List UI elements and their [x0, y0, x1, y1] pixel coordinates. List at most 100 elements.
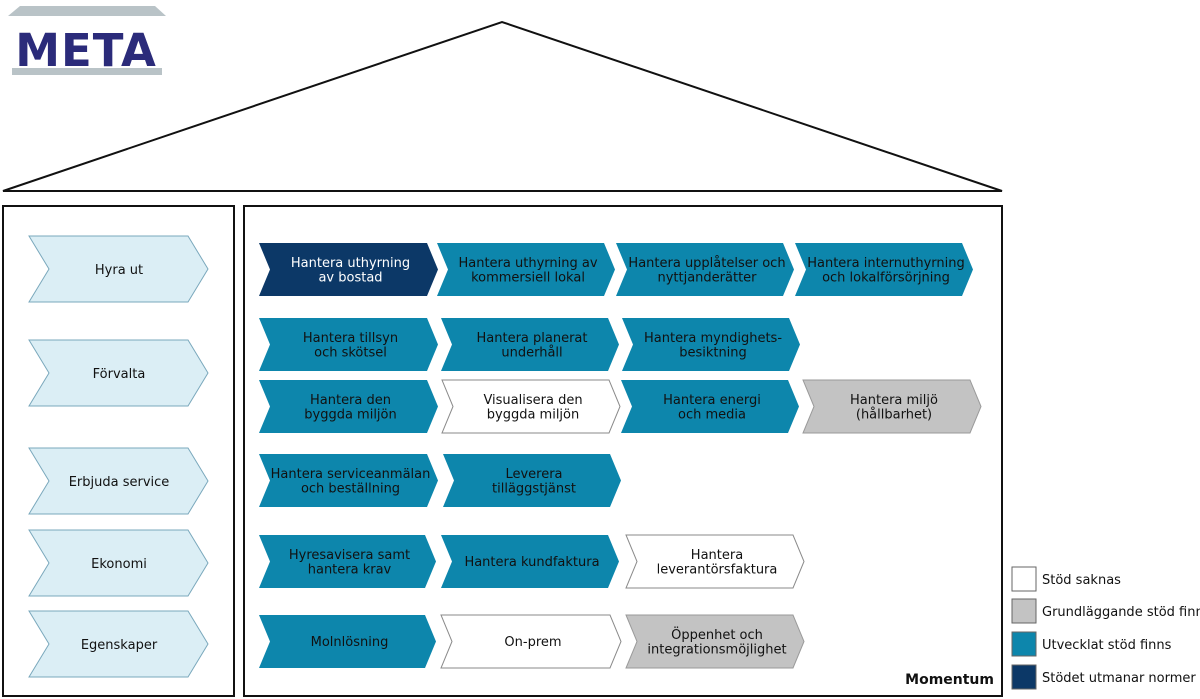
process-chevron[interactable]: Hantera myndighets-besiktning: [622, 318, 800, 371]
box-label-line: besiktning: [679, 345, 747, 360]
box-label-line: och lokalförsörjning: [822, 270, 950, 285]
category-shape: [28, 447, 209, 515]
legend-swatch: [1011, 664, 1037, 690]
legend-swatch: [1011, 598, 1037, 624]
process-shape: [621, 380, 799, 433]
box-label-line: tilläggstjänst: [492, 481, 576, 496]
process-shape: [616, 243, 794, 296]
process-shape: [622, 318, 800, 371]
category-chevron[interactable]: Egenskaper: [28, 610, 209, 678]
process-chevron[interactable]: Molnlösning: [259, 615, 436, 668]
box-label-line: Hantera tillsyn: [303, 331, 398, 346]
legend-swatch: [1011, 566, 1037, 592]
box-label-line: Hantera den: [310, 393, 391, 408]
category-shape: [28, 529, 209, 597]
process-shape: [441, 318, 619, 371]
category-label: Hyra ut: [95, 263, 143, 278]
process-chevron[interactable]: On-prem: [440, 614, 622, 669]
house-roof: [2, 20, 1003, 192]
legend-label: Utvecklat stöd finns: [1042, 638, 1172, 653]
box-label-line: Öppenhet och: [671, 626, 763, 643]
process-shape: [259, 535, 436, 588]
box-label-line: On-prem: [504, 635, 561, 650]
box-label-line: Visualisera den: [483, 393, 582, 408]
process-shape: [437, 243, 615, 296]
legend-swatch: [1011, 631, 1037, 657]
category-shape: [28, 339, 209, 407]
legend-item: Grundläggande stöd finns: [1011, 598, 1200, 624]
footer-label: Momentum: [905, 672, 994, 688]
category-chevron[interactable]: Erbjuda service: [28, 447, 209, 515]
process-shape: [802, 379, 982, 434]
box-label-line: Hantera uthyrning: [291, 256, 410, 271]
legend-item: Stödet utmanar normer: [1011, 664, 1196, 690]
box-label-line: Molnlösning: [311, 635, 389, 650]
category-chevron[interactable]: Ekonomi: [28, 529, 209, 597]
process-shape: [259, 454, 438, 507]
box-label-line: byggda miljön: [487, 407, 580, 422]
process-shape: [259, 318, 438, 371]
category-chevron[interactable]: Förvalta: [28, 339, 209, 407]
process-shape: [259, 380, 438, 433]
box-label-line: Hantera planerat: [477, 331, 588, 346]
box-label-line: Hantera upplåtelser och: [628, 256, 785, 271]
legend-item: Stöd saknas: [1011, 566, 1121, 592]
box-label-line: och beställning: [301, 481, 400, 496]
category-label: Egenskaper: [81, 638, 158, 653]
category-shape: [28, 610, 209, 678]
legend-label: Stödet utmanar normer: [1042, 671, 1196, 686]
box-label-line: integrationsmöjlighet: [647, 642, 786, 657]
process-shape: [259, 615, 436, 668]
box-label-line: Hantera serviceanmälan: [271, 467, 431, 482]
box-label-line: nyttjanderätter: [657, 270, 757, 285]
category-chevron[interactable]: Hyra ut: [28, 235, 209, 303]
category-shape: [28, 235, 209, 303]
category-label: Ekonomi: [91, 557, 147, 572]
box-label-line: Hantera energi: [663, 393, 761, 408]
box-label-line: leverantörsfaktura: [657, 562, 778, 577]
logo-roof: [8, 6, 166, 16]
process-shape: [441, 535, 619, 588]
box-label-line: Hantera: [691, 548, 743, 563]
process-shape: [441, 379, 621, 434]
meta-logo: META: [8, 6, 166, 77]
legend-label: Grundläggande stöd finns: [1042, 605, 1200, 620]
legend-label: Stöd saknas: [1042, 573, 1121, 588]
legend-item: Utvecklat stöd finns: [1011, 631, 1172, 657]
box-label-line: kommersiell lokal: [471, 270, 585, 285]
process-shape: [625, 534, 805, 589]
box-label-line: av bostad: [318, 270, 382, 285]
box-label-line: underhåll: [501, 345, 562, 360]
process-shape: [259, 243, 438, 296]
process-chevron[interactable]: Hantera kundfaktura: [441, 535, 619, 588]
box-label-line: Hantera internuthyrning: [807, 256, 965, 271]
box-label-line: Hantera myndighets-: [644, 331, 782, 346]
box-label-line: (hållbarhet): [856, 407, 932, 422]
category-label: Erbjuda service: [69, 475, 170, 490]
box-label-line: hantera krav: [308, 562, 392, 577]
process-shape: [443, 454, 621, 507]
process-chevron[interactable]: Hantera miljö(hållbarhet): [802, 379, 982, 434]
process-shape: [795, 243, 973, 296]
box-label-line: Hantera uthyrning av: [458, 256, 597, 271]
logo-text: META: [15, 24, 157, 77]
box-label-line: byggda miljön: [304, 407, 397, 422]
